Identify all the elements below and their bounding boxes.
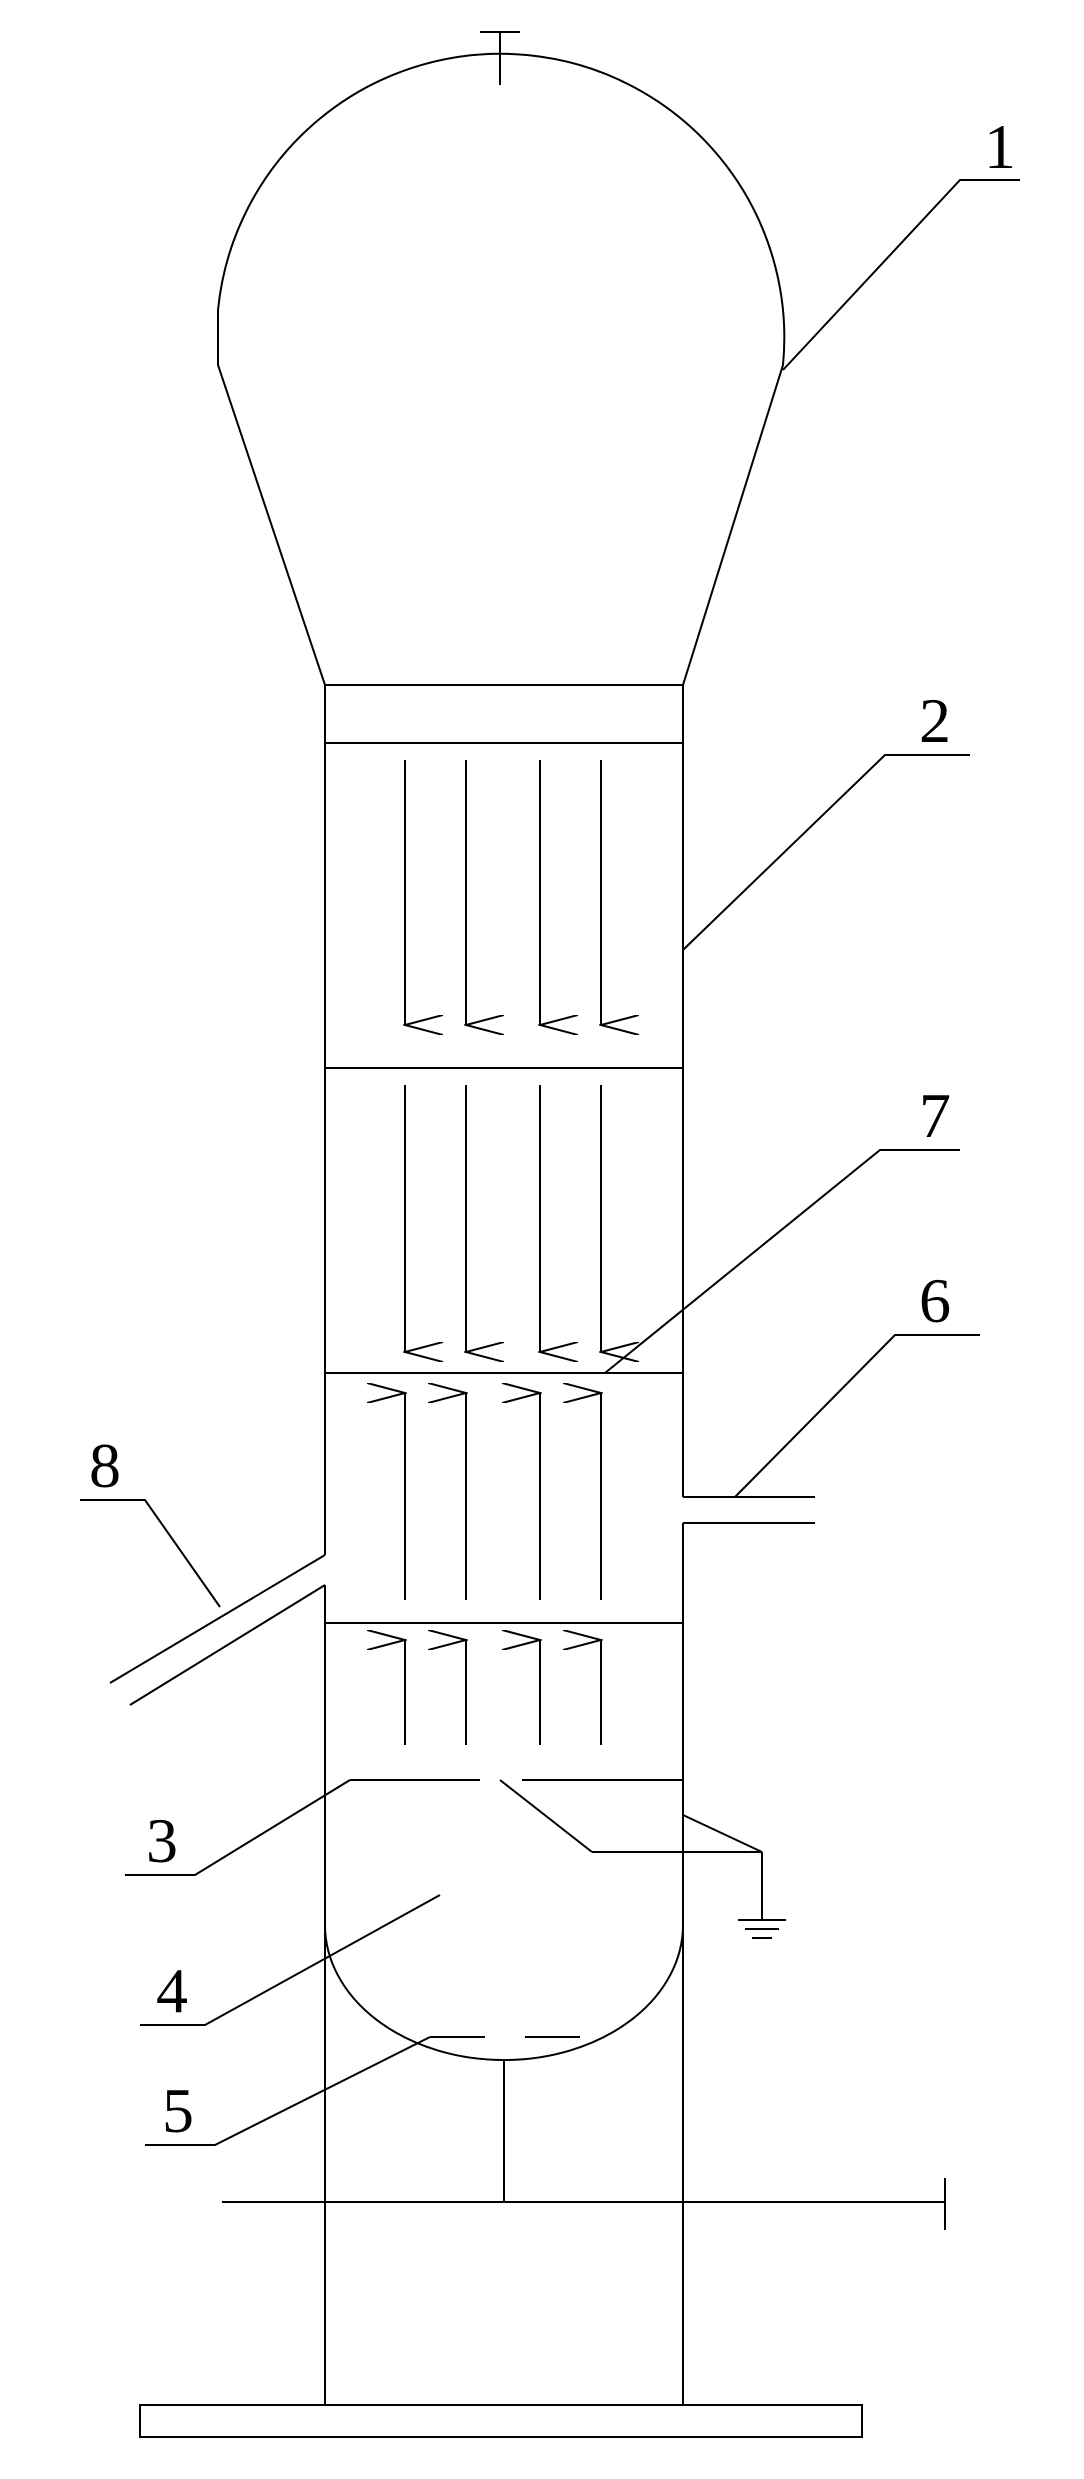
label-4: 4	[156, 1955, 188, 2026]
leader-3	[125, 1779, 351, 1876]
electrode-plate	[350, 1779, 763, 1853]
stage-dividers	[325, 1067, 683, 1624]
label-2: 2	[919, 685, 951, 756]
top-terminal	[480, 31, 520, 85]
bulb-dome	[217, 52, 786, 686]
column-walls	[324, 743, 684, 2405]
label-6: 6	[919, 1265, 951, 1336]
leader-6	[734, 1334, 980, 1498]
inlet-pipe	[109, 1554, 326, 1706]
support-frame	[222, 2060, 946, 2230]
label-1: 1	[984, 111, 1016, 182]
bottom-chamber	[324, 1924, 684, 2061]
leader-8	[80, 1499, 221, 1608]
part-labels: 1 2 7 6 8 3 4 5	[89, 111, 1016, 2146]
leader-lines	[80, 179, 1020, 2146]
ground-icon	[738, 1852, 786, 1939]
label-3: 3	[146, 1805, 178, 1876]
leader-5	[145, 2036, 431, 2146]
upward-flow-arrows	[405, 1393, 601, 1745]
base-plate	[139, 2404, 863, 2438]
outlet-pipe	[683, 1496, 815, 1524]
downward-flow-arrows	[405, 760, 601, 1352]
label-5: 5	[162, 2075, 194, 2146]
label-7: 7	[919, 1080, 951, 1151]
leader-1	[782, 179, 1020, 371]
label-8: 8	[89, 1430, 121, 1501]
leader-7	[604, 1149, 960, 1374]
column-collar	[324, 684, 684, 744]
leader-2	[682, 754, 970, 951]
leader-4	[140, 1894, 441, 2026]
